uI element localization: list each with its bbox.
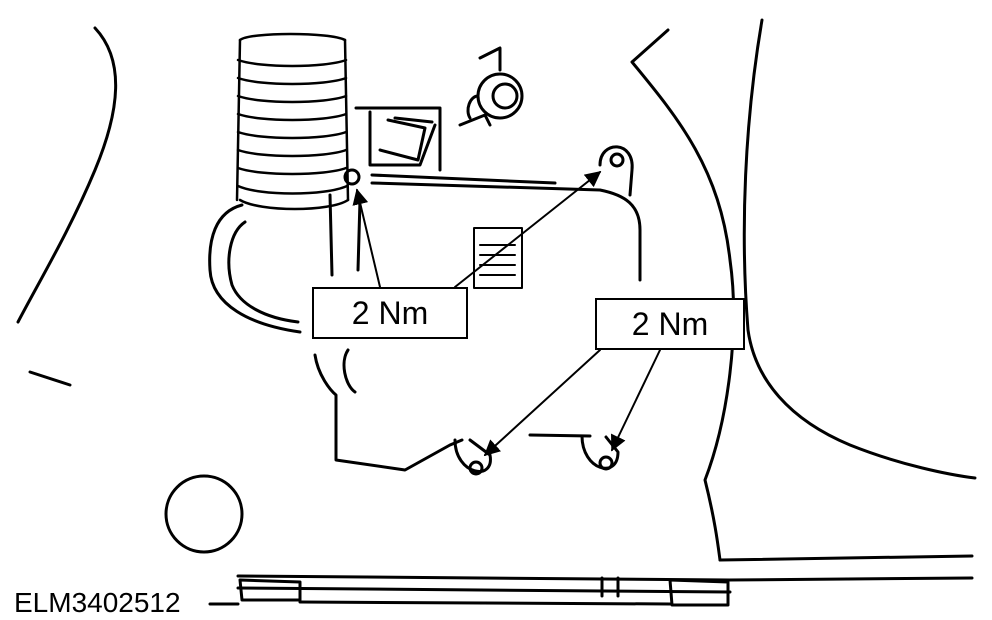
floor-sill-strip <box>208 574 732 607</box>
duct-elbow <box>208 203 302 334</box>
torque-callout-left: 2 Nm <box>312 287 468 339</box>
leader-arrows <box>352 171 661 457</box>
right-body-panel <box>630 18 977 582</box>
torque-callout-right: 2 Nm <box>595 298 745 350</box>
mounting-bolts <box>343 145 634 476</box>
bolt-top-right <box>598 145 634 197</box>
figure-reference-code: ELM3402512 <box>14 587 181 618</box>
arrow-to-bolt-bottom-right <box>611 349 661 452</box>
arrow-to-bolt-bottom-center <box>483 349 601 457</box>
bolt-bottom-center <box>453 438 492 476</box>
cylinder-connector <box>458 46 524 127</box>
arrow-to-bolt-top-left <box>352 188 381 288</box>
control-module-housing <box>313 173 642 472</box>
grommet-hole <box>164 474 244 554</box>
corrugated-hose <box>235 32 350 211</box>
bolt-top-left <box>343 168 361 186</box>
left-body-panel <box>16 26 118 387</box>
bolt-bottom-right <box>580 434 620 471</box>
wire-clip-bracket <box>354 106 442 172</box>
module-label-plate <box>473 227 523 289</box>
arrow-to-bolt-top-right <box>454 171 602 288</box>
